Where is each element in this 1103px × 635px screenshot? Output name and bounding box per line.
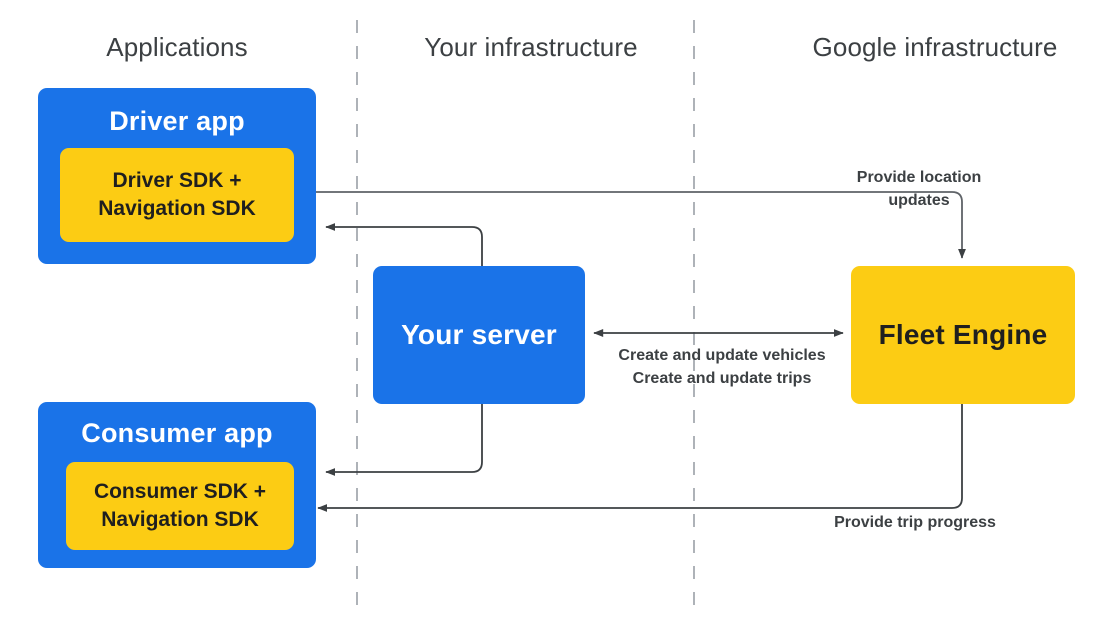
column-heading-your-infrastructure: Your infrastructure [424, 32, 638, 62]
node-consumer-sdk[interactable]: Consumer SDK + Navigation SDK [66, 462, 294, 550]
node-driver-app-title: Driver app [109, 106, 245, 136]
edge-label-provide-location-updates: Provide location updates [856, 169, 982, 210]
node-driver-sdk-label: Driver SDK + Navigation SDK [98, 169, 256, 220]
node-consumer-app[interactable]: Consumer app Consumer SDK + Navigation S… [38, 402, 316, 568]
edge-server-to-driver-app [325, 223, 483, 266]
node-fleet-engine-label: Fleet Engine [878, 319, 1048, 350]
column-heading-google-infrastructure: Google infrastructure [812, 32, 1058, 62]
node-consumer-app-title: Consumer app [81, 418, 273, 448]
edge-label-create-and-update: Create and update vehicles Create and up… [618, 347, 826, 388]
edge-server-to-consumer-app [325, 404, 483, 476]
edge-label-provide-trip-progress: Provide trip progress [834, 514, 996, 531]
column-heading-applications: Applications [106, 32, 248, 62]
node-driver-sdk[interactable]: Driver SDK + Navigation SDK [60, 148, 294, 242]
node-consumer-sdk-label: Consumer SDK + Navigation SDK [93, 480, 267, 531]
edge-provide-trip-progress [317, 404, 963, 512]
node-driver-app[interactable]: Driver app Driver SDK + Navigation SDK [38, 88, 316, 264]
node-your-server[interactable]: Your server [373, 266, 585, 404]
node-fleet-engine[interactable]: Fleet Engine [851, 266, 1075, 404]
node-your-server-label: Your server [401, 319, 557, 350]
